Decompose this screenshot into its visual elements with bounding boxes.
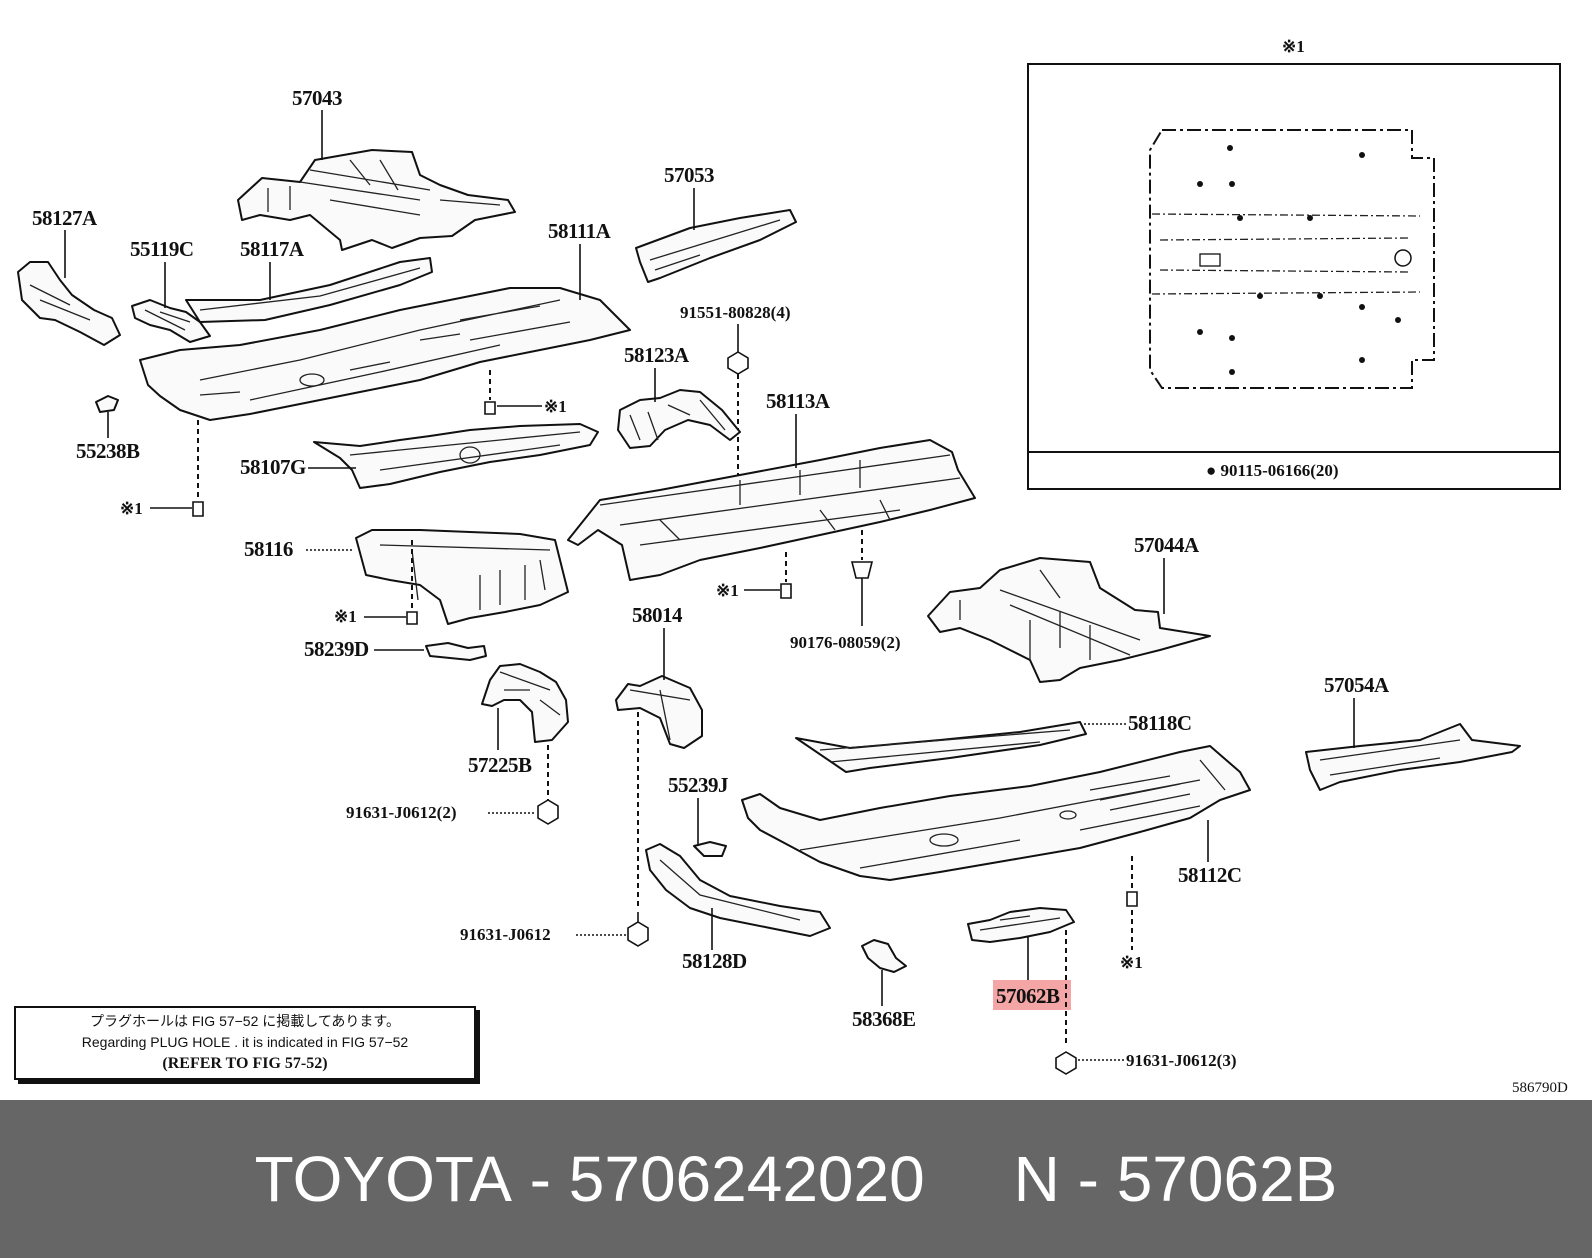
parts-diagram-svg: ※1 ● 90115-06166(20) 57043 58127A 55119C — [17, 37, 1568, 1096]
label-58239D: 58239D — [304, 637, 369, 661]
part-58239D[interactable]: 58239D — [304, 637, 487, 661]
part-58368E[interactable]: 58368E — [852, 939, 916, 1031]
note-line-ja: プラグホールは FIG 57−52 に掲載してあります。 — [89, 1013, 401, 1029]
label-57043: 57043 — [292, 86, 342, 110]
part-55238B[interactable]: 55238B — [76, 395, 141, 463]
part-58127A[interactable]: 58127A — [17, 206, 121, 346]
note-reference: (REFER TO FIG 57-52) — [162, 1055, 328, 1072]
label-57062B: 57062B — [996, 984, 1060, 1008]
footer-gap — [925, 1142, 1014, 1216]
mark-1b: ※1 — [120, 499, 143, 518]
label-91631-J0612-3: 91631-J0612(3) — [1126, 1051, 1236, 1070]
footer-part-number: 5706242020 — [568, 1143, 925, 1215]
fastener-mark-1b[interactable]: ※1 — [120, 420, 204, 518]
part-58116[interactable]: 58116 ※1 — [244, 529, 569, 626]
fastener-mark-1a[interactable]: ※1 — [484, 370, 567, 416]
part-58112C[interactable]: 58112C ※1 — [741, 745, 1251, 972]
label-90176-08059: 90176-08059(2) — [790, 633, 900, 652]
part-58014[interactable]: 58014 91631-J0612 — [460, 603, 703, 947]
label-57044A: 57044A — [1134, 533, 1200, 557]
label-58118C: 58118C — [1128, 711, 1192, 735]
label-58116: 58116 — [244, 537, 293, 561]
footer-brand: TOYOTA — [254, 1143, 512, 1215]
part-57043[interactable]: 57043 — [237, 86, 516, 251]
label-58368E: 58368E — [852, 1007, 916, 1031]
mark-1a: ※1 — [544, 397, 567, 416]
part-57225B[interactable]: 57225B 91631-J0612(2) — [346, 663, 569, 825]
part-58111A[interactable]: 58111A — [139, 219, 631, 421]
part-58117A[interactable]: 58117A — [185, 237, 433, 323]
part-58113A[interactable]: 58113A — [567, 389, 976, 581]
part-57054A[interactable]: 57054A — [1305, 673, 1521, 791]
label-58112C: 58112C — [1178, 863, 1242, 887]
label-91631-J0612-2: 91631-J0612(2) — [346, 803, 456, 822]
part-55239J[interactable]: 55239J — [668, 773, 729, 857]
label-58107G: 58107G — [240, 455, 306, 479]
part-58128D[interactable]: 58128D — [645, 843, 831, 973]
label-58128D: 58128D — [682, 949, 747, 973]
label-57054A: 57054A — [1324, 673, 1390, 697]
footer-n: N — [1013, 1143, 1060, 1215]
figure-code: 586790D — [1512, 1080, 1568, 1096]
plug-hole-note: プラグホールは FIG 57−52 に掲載してあります。 Regarding P… — [14, 1006, 476, 1080]
part-55119C[interactable]: 55119C — [130, 237, 211, 343]
label-58113A: 58113A — [766, 389, 831, 413]
inset-panel: ※1 ● 90115-06166(20) — [1027, 37, 1561, 490]
note-line-en: Regarding PLUG HOLE . it is indicated in… — [81, 1034, 409, 1050]
highlight-57062B — [993, 980, 1071, 1010]
label-55119C: 55119C — [130, 237, 194, 261]
label-58014: 58014 — [632, 603, 683, 627]
label-58127A: 58127A — [32, 206, 98, 230]
label-58111A: 58111A — [548, 219, 612, 243]
label-58123A: 58123A — [624, 343, 690, 367]
mark-1d: ※1 — [716, 581, 739, 600]
part-91551-80828[interactable]: 91551-80828(4) — [680, 303, 790, 500]
part-57062B[interactable]: 57062B 91631-J0612(3) — [967, 907, 1236, 1075]
footer-sep-1: - — [511, 1143, 569, 1215]
mark-1c: ※1 — [334, 607, 357, 626]
label-91551-80828: 91551-80828(4) — [680, 303, 790, 322]
label-57225B: 57225B — [468, 753, 532, 777]
parts-diagram: ※1 ● 90115-06166(20) 57043 58127A 55119C — [14, 37, 1568, 1096]
part-footer-banner: TOYOTA - 5706242020 N - 57062B — [0, 1100, 1592, 1258]
inset-title: ※1 — [1282, 37, 1305, 56]
footer-sep-2: - — [1059, 1143, 1117, 1215]
mark-1e: ※1 — [1120, 953, 1143, 972]
label-58117A: 58117A — [240, 237, 305, 261]
inset-caption: ● 90115-06166(20) — [1206, 461, 1339, 480]
label-55238B: 55238B — [76, 439, 140, 463]
footer-ref: 57062B — [1116, 1143, 1338, 1215]
label-57053: 57053 — [664, 163, 714, 187]
part-57044A[interactable]: 57044A — [927, 533, 1211, 683]
part-57053[interactable]: 57053 — [635, 163, 797, 283]
label-55239J: 55239J — [668, 773, 728, 797]
part-90176-08059[interactable]: 90176-08059(2) ※1 — [716, 530, 900, 652]
label-91631-J0612: 91631-J0612 — [460, 925, 551, 944]
part-58123A[interactable]: 58123A — [617, 343, 741, 449]
part-58107G[interactable]: 58107G — [240, 423, 599, 489]
part-58118C[interactable]: 58118C — [795, 711, 1192, 773]
